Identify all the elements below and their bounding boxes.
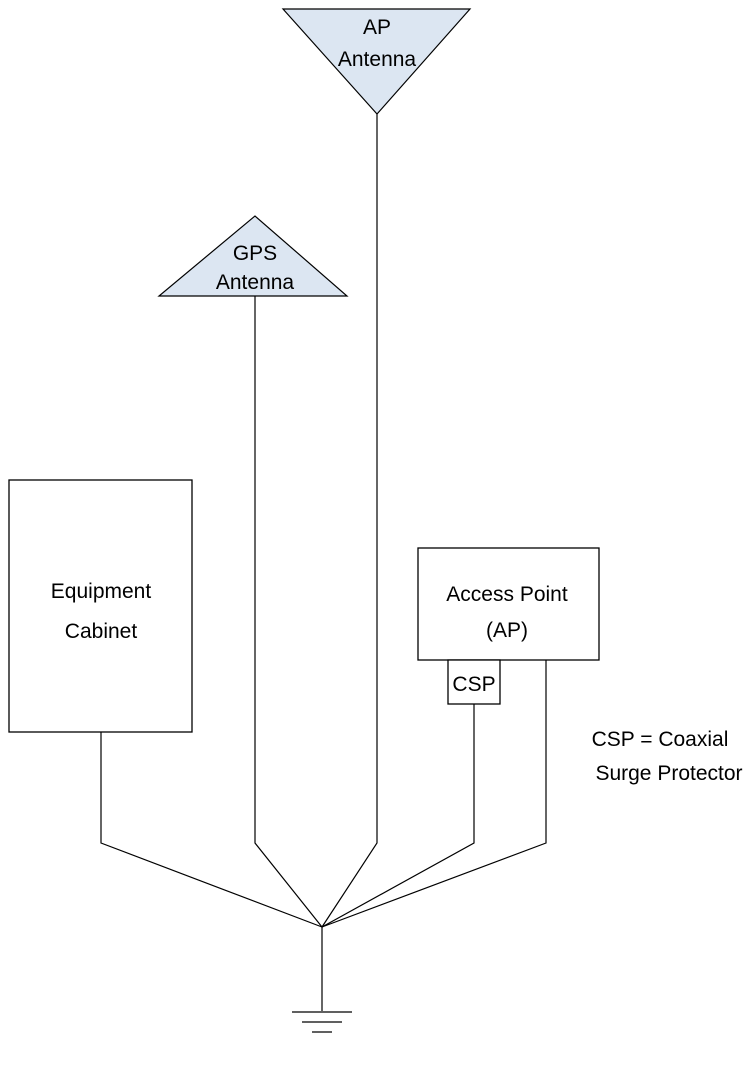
ground-icon [292, 1011, 352, 1033]
access-point-label-line2: (AP) [486, 619, 528, 642]
access-point: Access Point (AP) [417, 547, 600, 661]
equipment-cabinet: Equipment Cabinet [8, 479, 193, 733]
equipment-cabinet-label-line1: Equipment [51, 580, 152, 603]
gps-antenna: GPS Antenna [157, 215, 349, 297]
ground-wires [100, 114, 547, 1011]
wire-equipment-cabinet [100, 732, 323, 928]
legend-line1: CSP = Coaxial [592, 728, 729, 751]
wire-gps-antenna [254, 296, 323, 928]
gps-antenna-label-line2: Antenna [216, 271, 295, 294]
equipment-cabinet-box [8, 479, 193, 733]
ap-antenna: AP Antenna [281, 8, 472, 115]
equipment-cabinet-label-line2: Cabinet [65, 620, 138, 643]
ap-antenna-label-line1: AP [363, 16, 391, 39]
gps-antenna-triangle [157, 215, 349, 297]
wire-access-point [321, 660, 547, 928]
csp-label: CSP [452, 673, 495, 696]
ap-antenna-triangle [281, 8, 472, 115]
legend-line2: Surge Protector [595, 762, 742, 785]
wire-ap-antenna [321, 114, 378, 928]
access-point-box [417, 547, 600, 661]
legend: CSP = Coaxial Surge Protector [592, 728, 743, 785]
csp: CSP [447, 659, 501, 705]
wire-csp [321, 704, 475, 928]
access-point-label-line1: Access Point [446, 583, 568, 606]
gps-antenna-label-line1: GPS [233, 242, 277, 265]
ap-antenna-label-line2: Antenna [338, 48, 417, 71]
